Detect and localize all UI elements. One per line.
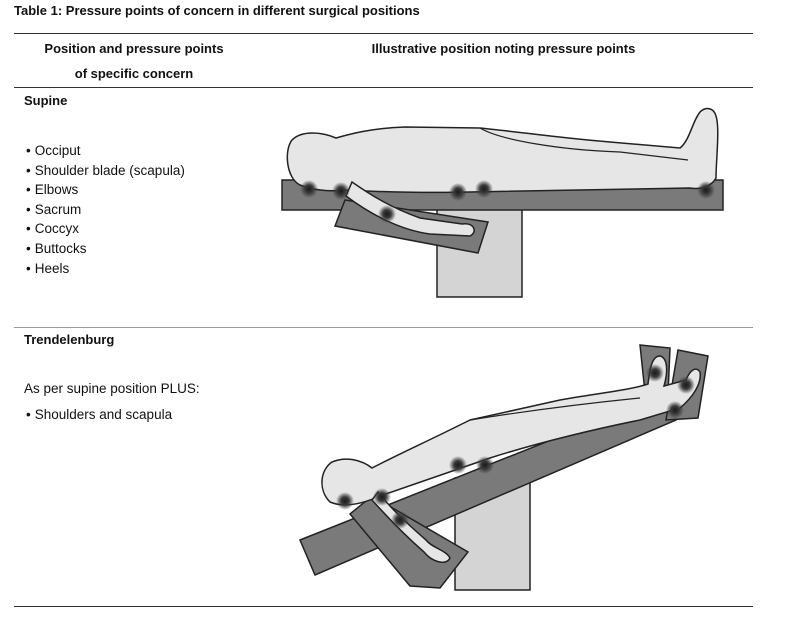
pressure-point: [449, 183, 467, 201]
table-bottom-rule: [14, 606, 753, 607]
pressure-point: [476, 456, 494, 474]
pressure-point: [697, 181, 715, 199]
list-item: Coccyx: [26, 219, 185, 239]
pressure-point: [646, 364, 664, 382]
row-divider: [14, 327, 753, 328]
trendelenburg-arm: [371, 490, 451, 563]
pressure-point: [336, 492, 354, 510]
header-rule: [14, 87, 753, 88]
list-item: Sacrum: [26, 200, 185, 220]
column-header-illustration: Illustrative position noting pressure po…: [371, 41, 636, 56]
pressure-point: [300, 180, 318, 198]
leg-line: [469, 397, 641, 421]
column-header-position-line2: of specific concern: [74, 66, 194, 81]
list-item: Heels: [26, 259, 185, 279]
pressure-point: [677, 376, 695, 394]
pressure-point: [332, 182, 350, 200]
trendelenburg-title: Trendelenburg: [24, 332, 115, 347]
table-top-rule: [14, 33, 753, 34]
column-header-position-line1: Position and pressure points: [44, 41, 224, 56]
table-caption: Table 1: Pressure points of concern in d…: [14, 3, 420, 18]
supine-body: [286, 107, 719, 194]
leg-line: [479, 127, 689, 161]
list-item: Elbows: [26, 180, 185, 200]
supine-title: Supine: [24, 93, 68, 108]
pressure-point: [373, 488, 391, 506]
pressure-point: [475, 180, 493, 198]
supine-arm: [345, 180, 475, 237]
list-item: Shoulder blade (scapula): [26, 161, 185, 181]
list-item: Occiput: [26, 141, 185, 161]
list-item: Shoulders and scapula: [26, 405, 172, 425]
trendelenburg-pressure-list: Shoulders and scapula: [26, 405, 172, 425]
trendelenburg-intro: As per supine position PLUS:: [24, 381, 200, 396]
pressure-point: [449, 456, 467, 474]
pressure-point: [378, 205, 396, 223]
column-header-position: Position and pressure points of specific…: [14, 36, 254, 86]
list-item: Buttocks: [26, 239, 185, 259]
arm-board: [348, 495, 470, 589]
pressure-point: [391, 511, 409, 529]
supine-pressure-list: Occiput Shoulder blade (scapula) Elbows …: [26, 141, 185, 278]
pressure-point: [666, 401, 684, 419]
